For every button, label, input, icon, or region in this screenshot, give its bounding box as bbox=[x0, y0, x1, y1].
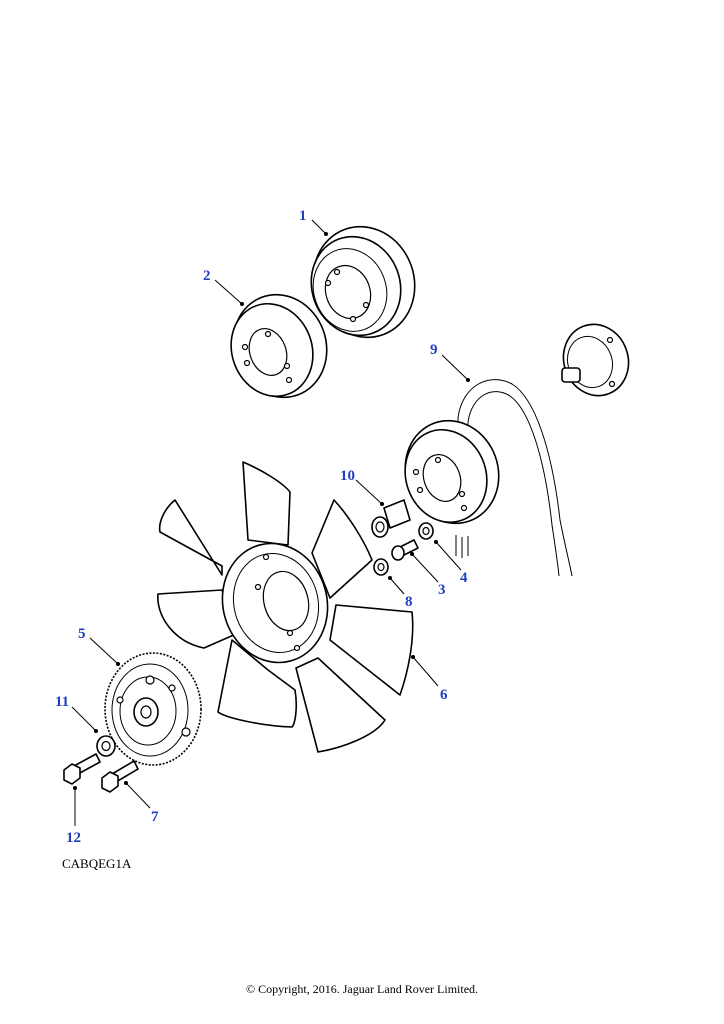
bolt-7 bbox=[101, 760, 139, 793]
leader-lines bbox=[71, 219, 470, 826]
callout-9[interactable]: 9 bbox=[430, 342, 438, 358]
viscous-coupling-5 bbox=[104, 652, 202, 766]
callout-10[interactable]: 10 bbox=[340, 468, 355, 484]
pulley-2 bbox=[230, 293, 328, 399]
adaptor-10 bbox=[371, 499, 411, 538]
callout-2[interactable]: 2 bbox=[203, 268, 211, 284]
callout-3[interactable]: 3 bbox=[438, 582, 446, 598]
callout-1[interactable]: 1 bbox=[299, 208, 307, 224]
nut-8 bbox=[373, 558, 389, 576]
fan-6 bbox=[157, 461, 414, 753]
callout-5[interactable]: 5 bbox=[78, 626, 86, 642]
washer-4 bbox=[418, 522, 434, 540]
bolt-12 bbox=[63, 753, 101, 785]
bolt-3 bbox=[391, 539, 419, 561]
pump-pulley bbox=[561, 323, 630, 397]
callout-8[interactable]: 8 bbox=[405, 594, 413, 610]
pulley-1 bbox=[310, 225, 416, 339]
washer-11 bbox=[96, 735, 116, 757]
callout-12[interactable]: 12 bbox=[66, 830, 81, 846]
crank-pulley bbox=[404, 419, 500, 558]
callout-6[interactable]: 6 bbox=[440, 687, 448, 703]
callout-4[interactable]: 4 bbox=[460, 570, 468, 586]
callout-labels: 1 2 3 4 5 6 7 8 9 10 11 12 bbox=[55, 208, 468, 846]
illustration-code: CABQEG1A bbox=[62, 856, 132, 871]
callout-7[interactable]: 7 bbox=[151, 809, 159, 825]
callout-11[interactable]: 11 bbox=[55, 694, 69, 710]
copyright-notice: © Copyright, 2016. Jaguar Land Rover Lim… bbox=[245, 982, 479, 996]
